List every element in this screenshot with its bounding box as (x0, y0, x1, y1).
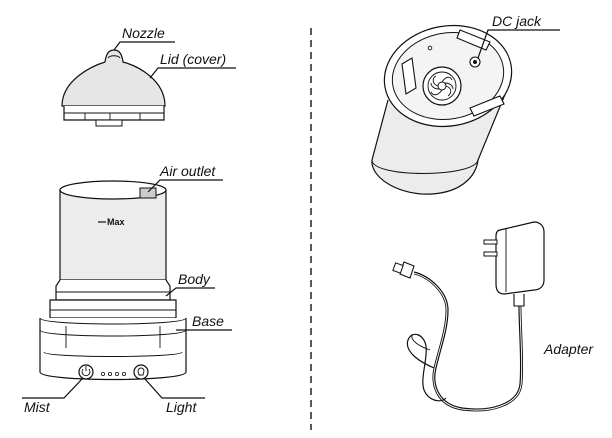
mist-label: Mist (24, 399, 51, 415)
light-callout: Light (144, 378, 205, 415)
base-label: Base (192, 313, 224, 329)
air-outlet-label: Air outlet (159, 163, 216, 179)
base-bottom-view (371, 24, 513, 195)
light-button (133, 364, 149, 380)
light-label: Light (166, 399, 197, 415)
adapter-label: Adapter (543, 341, 594, 357)
mist-callout: Mist (22, 378, 83, 415)
lid-label: Lid (cover) (160, 51, 226, 67)
dc-jack-label: DC jack (492, 13, 542, 29)
power-adapter (392, 221, 545, 412)
base-callout: Base (176, 313, 232, 331)
nozzle-label: Nozzle (122, 25, 165, 41)
body-callout: Body (165, 271, 215, 297)
lid-callout: Lid (cover) (149, 51, 236, 79)
body-label: Body (178, 271, 211, 287)
dc-jack-callout: DC jack (477, 13, 560, 59)
lid-cover (61, 49, 166, 127)
air-outlet-callout: Air outlet (147, 163, 223, 193)
nozzle-callout: Nozzle (113, 25, 175, 51)
max-mark: Max (107, 217, 125, 227)
mist-button (78, 364, 94, 380)
diffuser-body: Max (39, 180, 187, 381)
